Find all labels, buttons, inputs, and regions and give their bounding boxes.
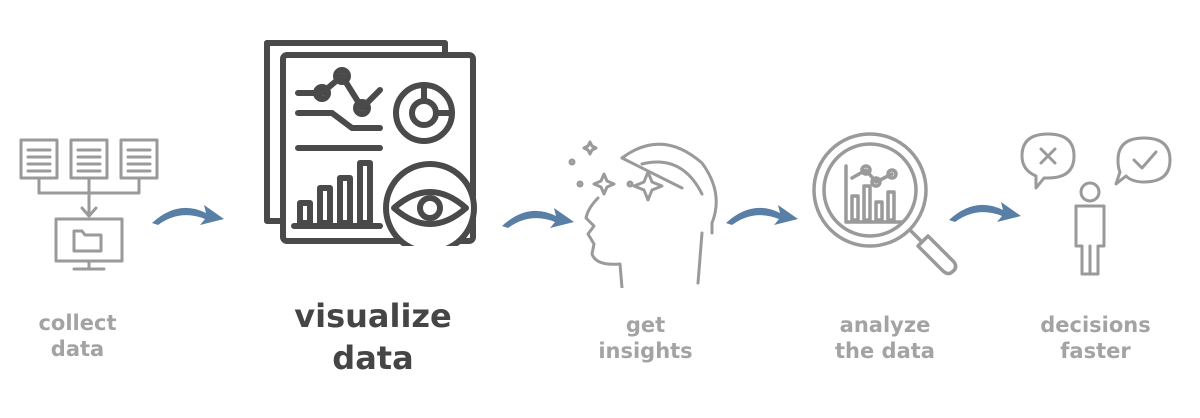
magnifier-chart-icon	[812, 132, 958, 276]
data-collection-icon	[19, 138, 159, 271]
step-label-line: decisions	[1040, 313, 1151, 337]
step-label-line: visualize	[294, 297, 452, 335]
step-label-line: analyze	[839, 313, 931, 337]
step-label-visualize: visualize data	[262, 296, 484, 379]
step-label-collect: collect data	[15, 310, 140, 363]
arrow-right-icon	[726, 205, 798, 225]
step-label-line: data	[332, 338, 414, 377]
step-label-decisions: decisions faster	[1028, 312, 1163, 365]
head-insight-icon	[568, 140, 718, 288]
step-label-insights: get insights	[578, 312, 713, 365]
step-label-line: data	[50, 337, 105, 362]
step-label-line: the data	[835, 339, 935, 364]
step-label-line: faster	[1060, 339, 1131, 364]
dashboard-icon	[264, 40, 477, 246]
arrow-right-icon	[949, 202, 1021, 222]
step-label-line: insights	[598, 339, 693, 364]
step-label-analyze: analyze the data	[815, 312, 955, 365]
person-decision-icon	[1020, 132, 1172, 276]
step-label-line: collect	[38, 311, 117, 335]
arrow-right-icon	[152, 205, 224, 225]
step-label-line: get	[625, 313, 666, 337]
arrow-right-icon	[502, 208, 574, 228]
